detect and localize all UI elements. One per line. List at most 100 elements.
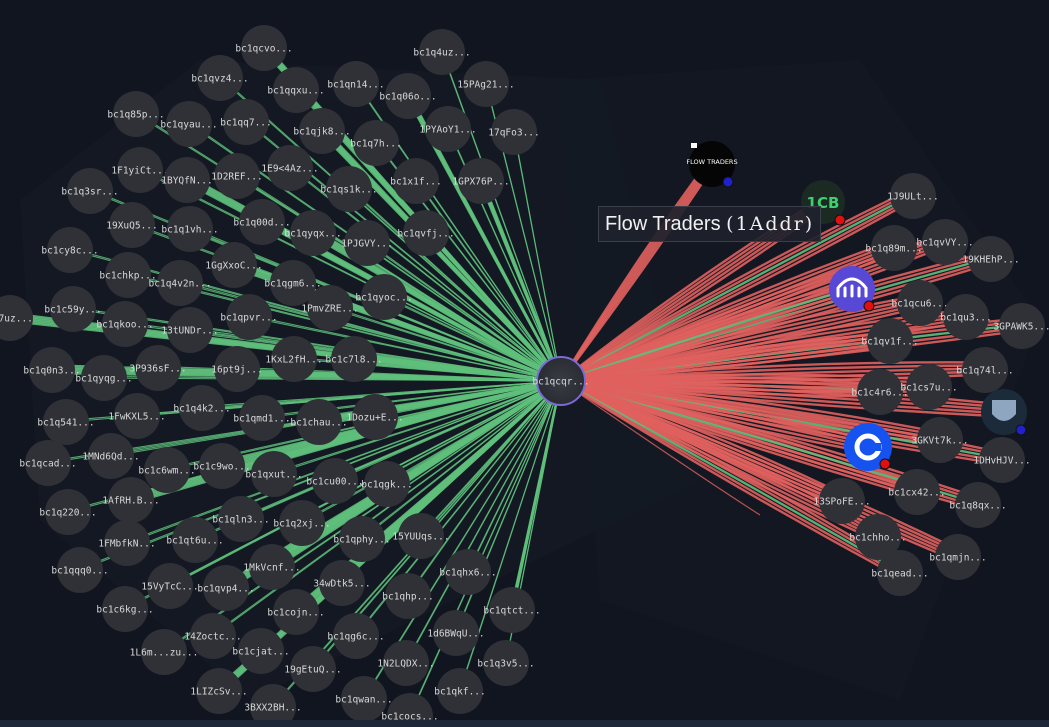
left-address-node[interactable]: bc1qyqg...	[75, 355, 133, 401]
entity-kraken[interactable]	[829, 266, 875, 312]
left-address-node[interactable]: 34wDtk5...	[313, 560, 371, 606]
left-address-node[interactable]: bc7uz...	[0, 295, 33, 341]
left-address-node[interactable]: 1Dozu+E...	[346, 394, 404, 440]
left-address-node[interactable]: 15PAg21...	[457, 61, 515, 107]
left-address-node[interactable]: bc1qphy...	[333, 516, 391, 562]
left-address-node[interactable]: bc1qn14...	[327, 61, 385, 107]
left-address-node[interactable]: 17qFo3...	[488, 109, 540, 155]
left-address-node[interactable]: bc1qqq0...	[51, 547, 109, 593]
left-address-node[interactable]: bc1qg6c...	[327, 613, 385, 659]
right-address-node[interactable]: bc1qcu6...	[891, 280, 949, 326]
left-address-node[interactable]: bc1c59y...	[44, 286, 102, 332]
left-address-node[interactable]: 1L6m...zu...	[130, 629, 199, 675]
left-address-node[interactable]: bc1qvp4...	[197, 565, 255, 611]
right-address-node[interactable]: bc1q89m...	[865, 225, 923, 271]
left-address-node[interactable]: bc1qqxu...	[267, 67, 325, 113]
right-address-node[interactable]: bc1cs7u...	[900, 364, 958, 410]
left-address-node[interactable]: bc1q3sr...	[61, 168, 119, 214]
left-address-node[interactable]: bc1qmd1...	[233, 395, 291, 441]
left-address-node[interactable]: 1FwKXL5...	[108, 393, 166, 439]
left-address-node[interactable]: 15YUUqs...	[392, 513, 450, 559]
left-address-node[interactable]: bc1q541...	[37, 399, 95, 445]
left-address-node[interactable]: bc1c9wo...	[193, 443, 251, 489]
left-address-node[interactable]: bc1q2xj...	[273, 500, 331, 546]
left-address-node[interactable]: bc1cocs...	[381, 693, 439, 727]
left-address-node[interactable]: 1E9<4Az...	[261, 145, 319, 191]
left-address-node[interactable]: bc1c6wm...	[138, 447, 196, 493]
left-address-node[interactable]: 13tUNDr...	[161, 307, 219, 353]
right-address-node[interactable]: 1DHvHJV...	[973, 437, 1031, 483]
right-address-node[interactable]: 19KHEhP...	[962, 236, 1020, 282]
right-address-node[interactable]: bc1q8qx...	[949, 482, 1007, 528]
left-address-node[interactable]: bc1qhp...	[382, 573, 434, 619]
right-address-node[interactable]: 3GKVt7k...	[911, 417, 969, 463]
left-address-node[interactable]: bc1q4k2...	[173, 385, 231, 431]
left-address-node[interactable]: bc1q4uz...	[413, 29, 471, 75]
left-address-node[interactable]: bc1q00d...	[233, 199, 291, 245]
right-address-node[interactable]: bc1c4r6...	[851, 369, 909, 415]
left-address-node[interactable]: 1MNd6Qd...	[82, 433, 140, 479]
left-address-node[interactable]: bc1qvfj...	[397, 210, 455, 256]
right-address-node[interactable]: bc1qu3...	[940, 294, 992, 340]
left-address-node[interactable]: 1KxL2fH...	[265, 336, 323, 382]
left-address-node[interactable]: bc1qln3...	[212, 496, 270, 542]
left-address-node[interactable]: bc1qvz4...	[191, 55, 249, 101]
left-address-node[interactable]: bc1q85p...	[107, 91, 165, 137]
left-address-node[interactable]: bc1q3v5...	[477, 640, 535, 686]
left-address-node[interactable]: 1FMbfkN...	[98, 520, 156, 566]
left-address-node[interactable]: bc1q220...	[39, 489, 97, 535]
left-address-node[interactable]: 3P936sF...	[129, 345, 187, 391]
left-address-node[interactable]: 1PYAoY1...	[419, 106, 477, 152]
left-address-node[interactable]: 19gEtuQ...	[284, 646, 342, 692]
left-address-node[interactable]: 1PJGVY...	[341, 220, 393, 266]
left-address-node[interactable]: bc1qgm6...	[264, 260, 322, 306]
left-address-node[interactable]: bc1qtct...	[483, 587, 541, 633]
left-address-node[interactable]: 1BYQfN...	[161, 157, 213, 203]
left-address-node[interactable]: bc1qjk8...	[293, 108, 351, 154]
left-address-node[interactable]: bc1qcad...	[19, 440, 77, 486]
left-address-node[interactable]: bc1q06o...	[379, 73, 437, 119]
left-address-node[interactable]: bc1qkoo...	[96, 301, 154, 347]
left-address-node[interactable]: bc1qkf...	[434, 668, 486, 714]
right-address-node[interactable]: bc1cx42...	[888, 469, 946, 515]
right-address-node[interactable]: 3GPAWK5...	[993, 303, 1049, 349]
left-address-node[interactable]: bc1qpvr...	[220, 294, 278, 340]
left-address-node[interactable]: bc1qs1k...	[320, 166, 378, 212]
left-address-node[interactable]: 16pt9j...	[211, 346, 263, 392]
left-address-node[interactable]: bc1chkp...	[99, 252, 157, 298]
left-address-node[interactable]: 14Zoctc...	[184, 613, 242, 659]
left-address-node[interactable]: bc1qq7...	[220, 99, 272, 145]
left-address-node[interactable]: bc1qhx6...	[439, 549, 497, 595]
left-address-node[interactable]: bc1q1vh...	[161, 206, 219, 252]
left-address-node[interactable]: bc1c6kg...	[96, 586, 154, 632]
entity-coinbase[interactable]	[844, 423, 892, 471]
left-address-node[interactable]: bc1qcvo...	[235, 25, 293, 71]
left-address-node[interactable]: 1GgXxoC...	[205, 242, 263, 288]
left-address-node[interactable]: 1MkVcnf...	[243, 544, 301, 590]
left-address-node[interactable]: bc1qwan...	[335, 676, 393, 722]
left-address-node[interactable]: bc1qxut...	[245, 451, 303, 497]
left-address-node[interactable]: bc1q7h...	[350, 120, 402, 166]
left-address-node[interactable]: bc1qyoc...	[355, 274, 413, 320]
left-address-node[interactable]: 3BXX2BH...	[244, 684, 302, 727]
left-address-node[interactable]: 15VyTcC...	[141, 563, 199, 609]
left-address-node[interactable]: bc1qt6u...	[166, 517, 224, 563]
left-address-node[interactable]: 1AfRH.B...	[102, 477, 160, 523]
right-address-node[interactable]: 1J9ULt...	[887, 173, 939, 219]
left-address-node[interactable]: bc1qyau...	[160, 101, 218, 147]
left-address-node[interactable]: bc1cjat...	[232, 628, 290, 674]
right-address-node[interactable]: bc1qead...	[871, 550, 929, 596]
left-address-node[interactable]: bc1chau...	[290, 399, 348, 445]
left-address-node[interactable]: 1F1yiCt...	[111, 147, 169, 193]
right-address-node[interactable]: bc1qvVY...	[916, 219, 974, 265]
right-address-node[interactable]: 13SPoFE...	[813, 478, 871, 524]
right-address-node[interactable]: bc1chho...	[849, 514, 907, 560]
left-address-node[interactable]: bc1c7l8...	[325, 336, 383, 382]
left-address-node[interactable]: 1N2LQDX...	[377, 640, 435, 686]
left-address-node[interactable]: bc1cy8c...	[41, 227, 99, 273]
left-address-node[interactable]: 1LIZcSv...	[190, 668, 248, 714]
hub-node[interactable]: bc1qcqr...	[532, 356, 590, 406]
right-address-node[interactable]: bc1q74l...	[956, 347, 1014, 393]
right-address-node[interactable]: bc1qv1f...	[861, 318, 919, 364]
